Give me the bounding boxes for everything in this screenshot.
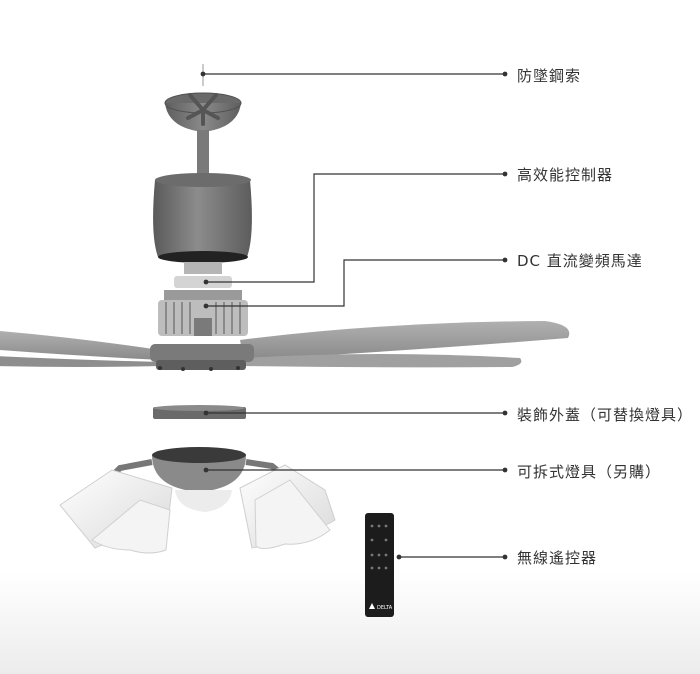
label-light-kit: 可拆式燈具（另購） (517, 463, 662, 481)
canopy (164, 92, 242, 132)
label-controller: 高效能控制器 (517, 166, 614, 184)
leader-line-motor (206, 259, 505, 307)
light-kit (59, 447, 336, 554)
leader-dots (200, 71, 508, 560)
label-dc-motor: DC 直流變頻馬達 (517, 252, 643, 270)
label-remote: 無線遙控器 (517, 549, 598, 567)
decorative-cover (153, 405, 246, 419)
leader-line-controller (206, 173, 505, 283)
controller-housing (153, 173, 252, 263)
remote-brand: DELTA (377, 605, 393, 611)
remote-control: DELTA (365, 513, 394, 617)
label-decorative-cover: 裝飾外蓋（可替換燈具） (517, 406, 694, 424)
leader-lines (203, 73, 505, 558)
controller (174, 262, 232, 288)
blade-hub (150, 344, 254, 371)
fan-blades (0, 321, 570, 368)
downrod (197, 130, 209, 176)
label-safety-cable: 防墜鋼索 (517, 67, 582, 85)
delta-logo-icon (369, 603, 375, 609)
dc-motor (158, 290, 248, 336)
